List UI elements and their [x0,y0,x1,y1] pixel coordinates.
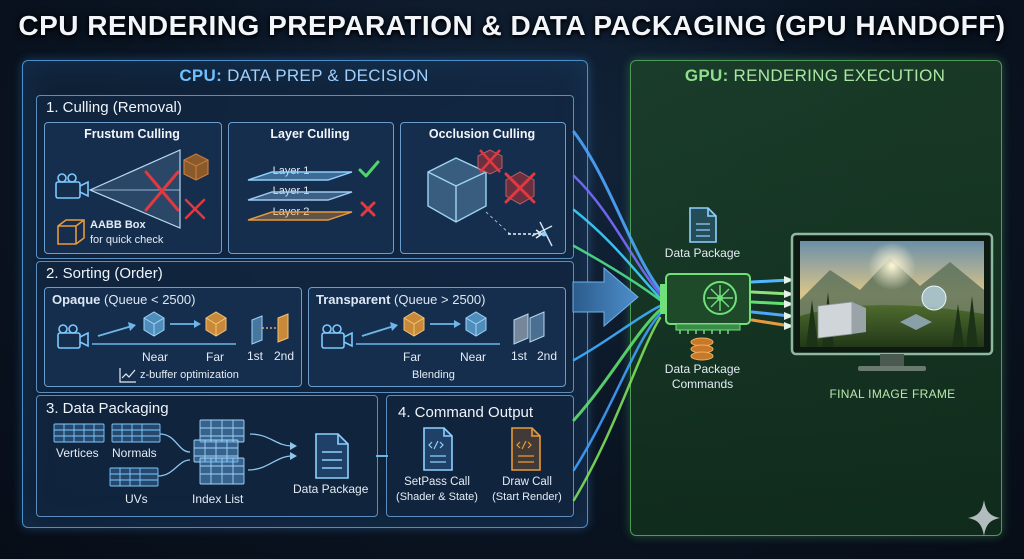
draw-call-sublabel: (Start Render) [492,491,562,503]
gpu-commands-label-line2: Commands [671,377,734,391]
aabb-box-sublabel: for quick check [90,234,164,246]
sorting-section-title: 2. Sorting (Order) [46,265,163,282]
occlusion-culling-card [400,122,566,254]
transparent-second-label: 2nd [537,349,558,363]
cpu-heading-prefix: CPU: [179,66,223,85]
blending-label: Blending [412,369,455,381]
transparent-near-label: Near [460,350,487,364]
occlusion-culling-title: Occlusion Culling [428,127,536,141]
layer-label-1: Layer 1 [272,165,310,177]
gpu-heading-prefix: GPU: [684,66,729,85]
setpass-call-sublabel: (Shader & State) [396,491,478,503]
gpu-heading-rest: RENDERING EXECUTION [728,66,946,85]
culling-section-title: 1. Culling (Removal) [46,99,182,116]
cpu-heading-rest: DATA PREP & DECISION [222,66,429,85]
command-output-title: 4. Command Output [398,404,534,421]
vertices-label: Vertices [56,446,99,460]
frustum-culling-title: Frustum Culling [84,127,180,141]
normals-label: Normals [112,446,157,460]
cpu-panel-heading: CPU: DATA PREP & DECISION [22,66,586,86]
opaque-first-label: 1st [247,349,264,363]
gpu-panel-heading: GPU: RENDERING EXECUTION [630,66,1000,86]
setpass-call-label: SetPass Call [404,476,470,488]
draw-call-label: Draw Call [502,476,552,488]
transparent-title-rest: (Queue > 2500) [390,292,486,307]
opaque-title-rest: (Queue < 2500) [100,292,196,307]
final-image-frame-label: FINAL IMAGE FRAME [829,387,956,401]
data-packaging-title: 3. Data Packaging [46,400,169,417]
data-package-label: Data Package [293,482,369,496]
transparent-first-label: 1st [511,349,528,363]
z-buffer-label: z-buffer optimization [140,369,239,381]
gpu-panel [630,60,1002,536]
opaque-near-label: Near [142,350,169,364]
layer-label-2: Layer 1 [272,185,310,197]
opaque-title: Opaque (Queue < 2500) [52,292,195,307]
layer-culling-card [228,122,394,254]
index-list-label: Index List [192,492,244,506]
transparent-title: Transparent (Queue > 2500) [316,292,485,307]
opaque-second-label: 2nd [274,349,295,363]
opaque-far-label: Far [206,350,224,364]
layer-culling-title: Layer Culling [270,127,350,141]
page-title: CPU RENDERING PREPARATION & DATA PACKAGI… [18,10,1006,41]
layer-label-3: Layer 2 [272,206,310,218]
uvs-label: UVs [125,492,148,506]
transparent-far-label: Far [403,350,421,364]
aabb-box-label: AABB Box [90,219,146,231]
gpu-commands-label-line1: Data Package [664,362,741,376]
opaque-title-bold: Opaque [52,292,101,307]
transparent-title-bold: Transparent [316,292,391,307]
gpu-data-package-label: Data Package [664,246,741,260]
